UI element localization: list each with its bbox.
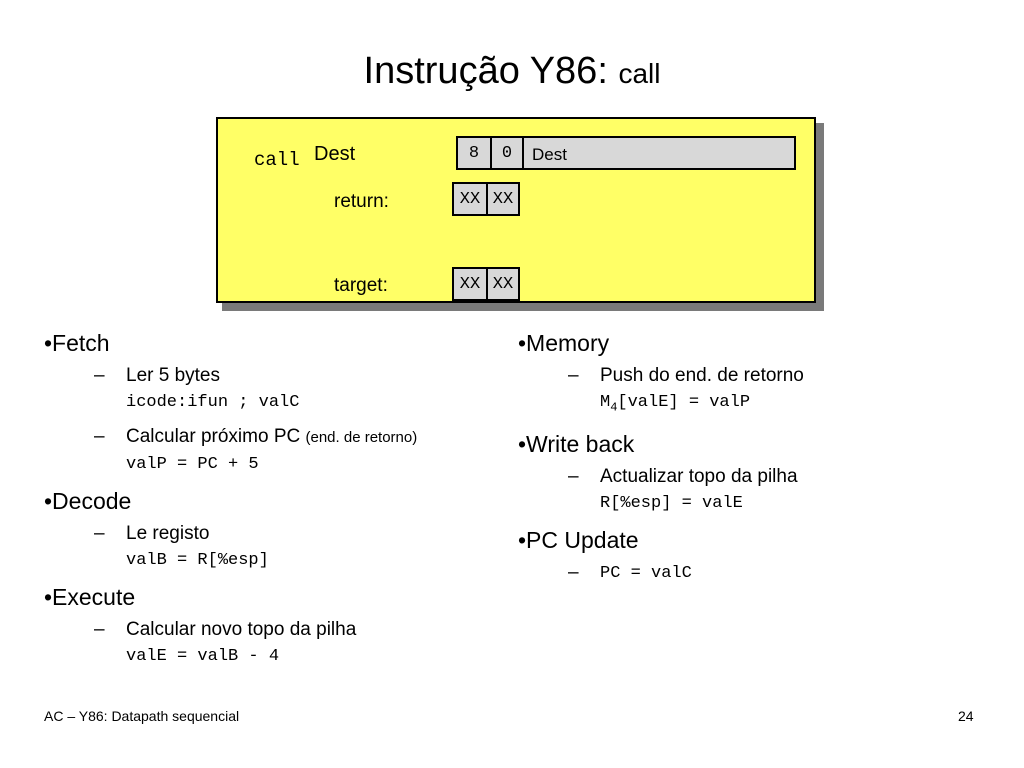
stage-item: – Calcular novo topo da pilha valE = val… <box>44 617 417 670</box>
stage-fetch: •Fetch – Ler 5 bytes icode:ifun ; valC –… <box>44 328 417 478</box>
stage-decode: •Decode – Le registo valB = R[%esp] <box>44 486 417 574</box>
code-memory-rest: [valE] = valP <box>617 393 751 412</box>
return-byte-cell: XX <box>459 189 481 209</box>
code-memory-prefix: M <box>600 393 611 412</box>
return-byte-row: XX XX <box>452 182 520 216</box>
return-label: return: <box>334 191 389 212</box>
stage-item-text-line: Calcular próximo PC (end. de retorno) <box>126 424 417 451</box>
stage-item-text: Push do end. de retorno <box>600 365 804 386</box>
target-byte-cell: XX <box>459 274 481 294</box>
stage-item-code: M4[valE] = valP <box>600 389 804 421</box>
stage-item: – Calcular próximo PC (end. de retorno) … <box>44 424 417 478</box>
instruction-operand: Dest <box>314 143 356 165</box>
target-byte-cell: XX <box>486 269 518 299</box>
stage-item-text: Le registo <box>126 523 210 544</box>
dest-field: Dest <box>522 136 796 170</box>
stage-item-code: PC = valC <box>600 564 692 584</box>
stage-label: •Memory <box>518 330 610 356</box>
stage-item: – Le registo valB = R[%esp] <box>44 521 417 574</box>
dash-marker: – <box>94 365 105 386</box>
stage-item: – Ler 5 bytes icode:ifun ; valC <box>44 363 417 416</box>
right-stage-column: •Memory – Push do end. de retorno M4[val… <box>518 328 804 595</box>
stage-item: – Actualizar topo da pilha R[%esp] = val… <box>518 464 804 517</box>
stage-memory: •Memory – Push do end. de retorno M4[val… <box>518 328 804 421</box>
dash-marker: – <box>568 562 579 584</box>
stage-label: •PC Update <box>518 527 639 554</box>
icode-cell: 8 <box>468 143 480 163</box>
stage-item-code: valP = PC + 5 <box>126 455 259 474</box>
stage-item-code: icode:ifun ; valC <box>126 393 300 412</box>
encoding-box: call Dest 8 0 Dest return: XX XX target:… <box>216 117 816 303</box>
stage-label: •Fetch <box>44 330 110 356</box>
stage-label: •Decode <box>44 488 132 514</box>
footer-course-title: AC – Y86: Datapath sequencial <box>44 708 240 724</box>
return-byte-cell: XX <box>486 184 518 214</box>
footer-page-number: 24 <box>958 708 974 724</box>
stage-execute: •Execute – Calcular novo topo da pilha v… <box>44 582 417 670</box>
dash-marker: – <box>94 619 105 640</box>
encoding-byte-row: 8 0 <box>456 136 524 170</box>
stage-item-code: valE = valB - 4 <box>126 647 280 666</box>
slide-title-main: Instrução Y86: <box>363 50 619 92</box>
ifun-cell: 0 <box>490 138 522 168</box>
stage-item-code: valB = R[%esp] <box>126 551 269 570</box>
dash-marker: – <box>568 466 579 488</box>
target-byte-row: XX XX <box>452 267 520 301</box>
stage-item-text: Calcular próximo PC <box>126 426 306 447</box>
stage-item-text: Calcular novo topo da pilha <box>126 619 357 640</box>
instruction-mnemonic: call <box>254 149 300 171</box>
stage-item-text: Actualizar topo da pilha <box>600 466 798 488</box>
stage-pcupdate: •PC Update – PC = valC <box>518 525 804 587</box>
stage-item-code: R[%esp] = valE <box>600 494 743 514</box>
stage-writeback: •Write back – Actualizar topo da pilha R… <box>518 429 804 517</box>
slide-title: Instrução Y86: call <box>0 50 1024 93</box>
stage-item: – Push do end. de retorno M4[valE] = val… <box>518 363 804 421</box>
code-memory-subscript: 4 <box>610 400 618 415</box>
stage-item-note: (end. de retorno) <box>305 429 418 446</box>
stage-item: – PC = valC <box>518 560 804 587</box>
left-stage-column: •Fetch – Ler 5 bytes icode:ifun ; valC –… <box>44 328 417 678</box>
stage-label: •Write back <box>518 431 635 458</box>
dash-marker: – <box>568 365 579 386</box>
slide-title-instruction: call <box>618 58 661 89</box>
dash-marker: – <box>94 523 105 544</box>
stage-item-text: Ler 5 bytes <box>126 365 220 386</box>
target-label: target: <box>334 275 388 296</box>
stage-label: •Execute <box>44 584 136 610</box>
dash-marker: – <box>94 426 105 447</box>
